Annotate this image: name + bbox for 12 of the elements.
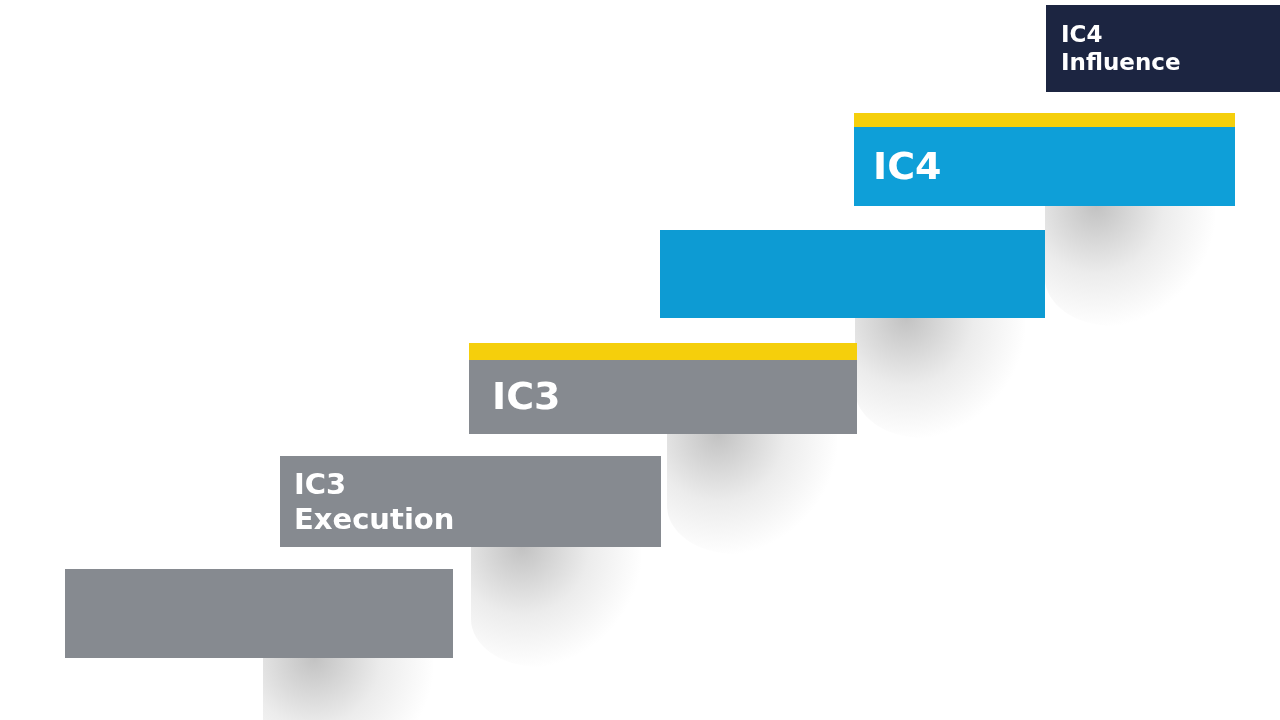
- empty-step-bar: [660, 230, 1045, 318]
- empty-step-bar: [65, 569, 453, 658]
- step-bar: [280, 456, 661, 547]
- step-label: IC4: [873, 143, 943, 190]
- step-label: IC3: [492, 374, 562, 420]
- step-bar: [469, 343, 857, 434]
- step-label: Execution: [294, 501, 456, 537]
- step-label: IC4: [1061, 20, 1104, 49]
- step-label: IC3: [294, 466, 348, 502]
- step-bar: [854, 113, 1235, 206]
- step-label: Influence: [1061, 48, 1182, 77]
- step-bar: [1046, 5, 1280, 92]
